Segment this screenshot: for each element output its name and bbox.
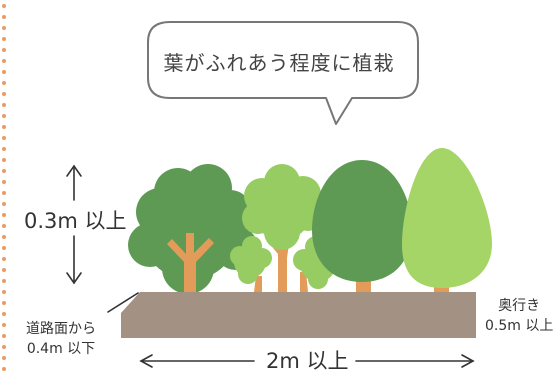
border-dot — [2, 70, 6, 74]
depth-label-line1: 奥行き — [498, 298, 541, 314]
road-label-line1: 道路面から — [26, 321, 96, 337]
border-dot — [2, 180, 6, 184]
road-height-label: 道路面から 0.4m 以下 — [26, 319, 96, 359]
border-dot — [2, 279, 6, 283]
border-dot — [2, 257, 6, 261]
border-dot — [2, 268, 6, 272]
height-label: 0.3m 以上 — [24, 209, 127, 233]
border-dot — [2, 92, 6, 96]
border-dot — [2, 81, 6, 85]
border-dot — [2, 312, 6, 316]
tree-dark-egg — [312, 160, 412, 292]
planter-bed — [121, 292, 476, 338]
border-dot — [2, 202, 6, 206]
border-dot — [2, 356, 6, 360]
border-dot — [2, 246, 6, 250]
border-dot — [2, 147, 6, 151]
border-dot — [2, 323, 6, 327]
border-dot — [2, 136, 6, 140]
width-label: 2m 以上 — [266, 349, 349, 373]
border-dot — [2, 26, 6, 30]
border-dot — [2, 334, 6, 338]
border-dot — [2, 235, 6, 239]
tree-pale-tall — [402, 148, 492, 292]
border-dot — [2, 224, 6, 228]
border-dot — [2, 48, 6, 52]
border-dot — [2, 367, 6, 371]
tree-dark-bushy — [128, 164, 258, 294]
border-dot — [2, 114, 6, 118]
depth-label-line2: 0.5m 以上 — [485, 318, 554, 334]
border-dot — [2, 125, 6, 129]
border-dot — [2, 103, 6, 107]
border-dot — [2, 345, 6, 349]
border-dot — [2, 169, 6, 173]
border-dot — [2, 37, 6, 41]
border-dot — [2, 15, 6, 19]
border-dot — [2, 290, 6, 294]
tree-light-green — [230, 164, 342, 292]
depth-label: 奥行き 0.5m 以上 — [485, 296, 553, 336]
border-dot — [2, 59, 6, 63]
border-dot — [2, 213, 6, 217]
dotted-border — [2, 4, 6, 371]
bubble-text: 葉がふれあう程度に植栽 — [163, 50, 395, 75]
border-dot — [2, 191, 6, 195]
border-dot — [2, 301, 6, 305]
road-label-line2: 0.4m 以下 — [26, 341, 96, 357]
border-dot — [2, 158, 6, 162]
border-dot — [2, 4, 6, 8]
